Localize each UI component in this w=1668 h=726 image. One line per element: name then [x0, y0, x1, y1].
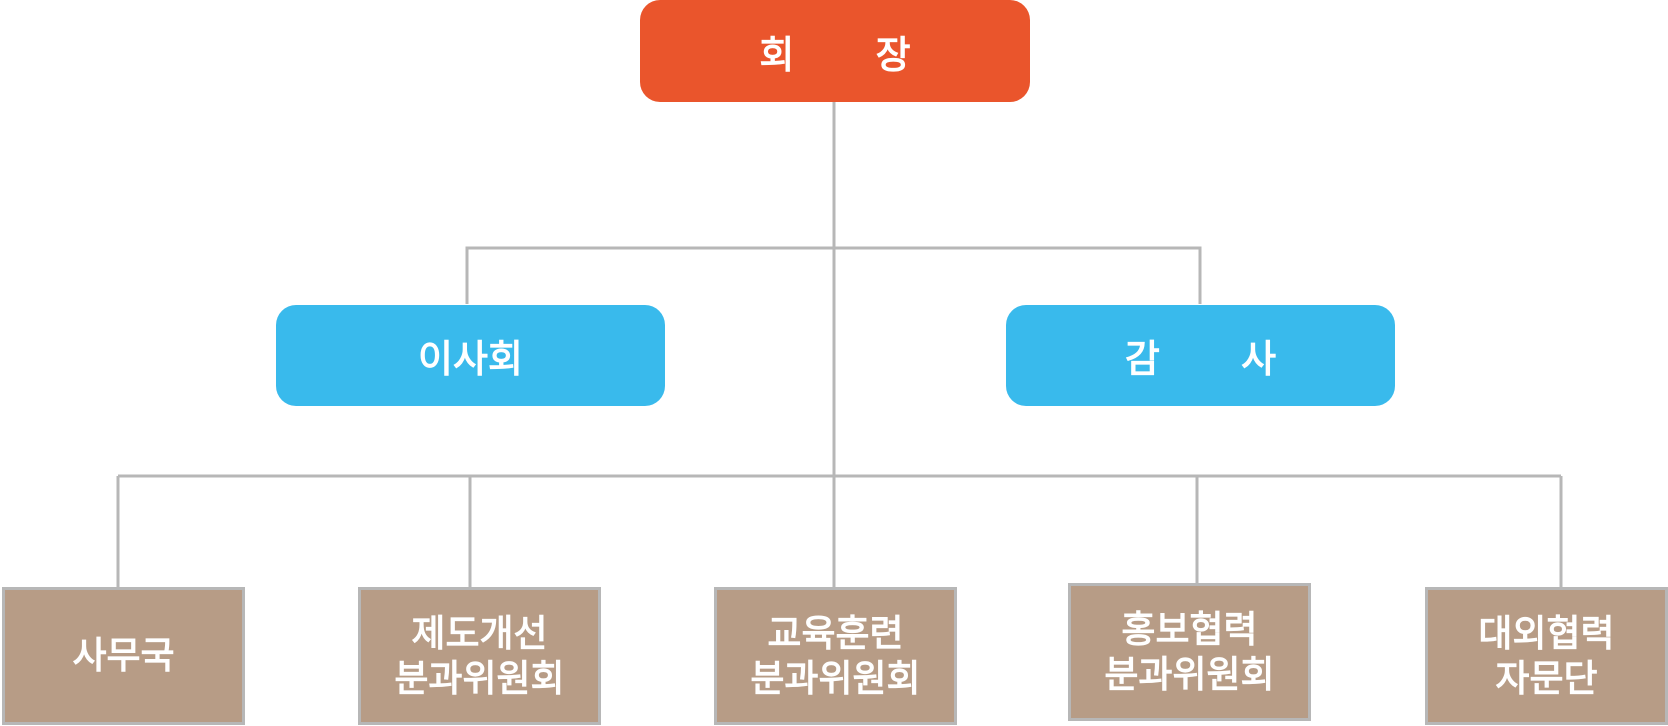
auditor-node: 감 사 [1006, 305, 1395, 406]
dept-label: 대외협력 자문단 [1478, 611, 1615, 700]
dept-label: 사무국 [72, 634, 175, 678]
auditor-label: 감 사 [1124, 337, 1311, 381]
dept-node-public-relations: 홍보협력 분과위원회 [1068, 583, 1311, 721]
president-label: 회 장 [759, 32, 945, 77]
dept-label: 홍보협력 분과위원회 [1104, 607, 1275, 696]
dept-node-education-training: 교육훈련 분과위원회 [714, 587, 957, 725]
dept-node-secretariat: 사무국 [2, 587, 245, 725]
board-node: 이사회 [276, 305, 665, 406]
dept-label: 제도개선 분과위원회 [394, 611, 565, 700]
tier2-connector [465, 246, 1202, 304]
dept-label: 교육훈련 분과위원회 [750, 611, 921, 700]
dept-node-external-advisory: 대외협력 자문단 [1425, 587, 1668, 725]
dept-node-system-improvement: 제도개선 분과위원회 [358, 587, 601, 725]
president-node: 회 장 [640, 0, 1030, 102]
board-label: 이사회 [418, 337, 523, 381]
